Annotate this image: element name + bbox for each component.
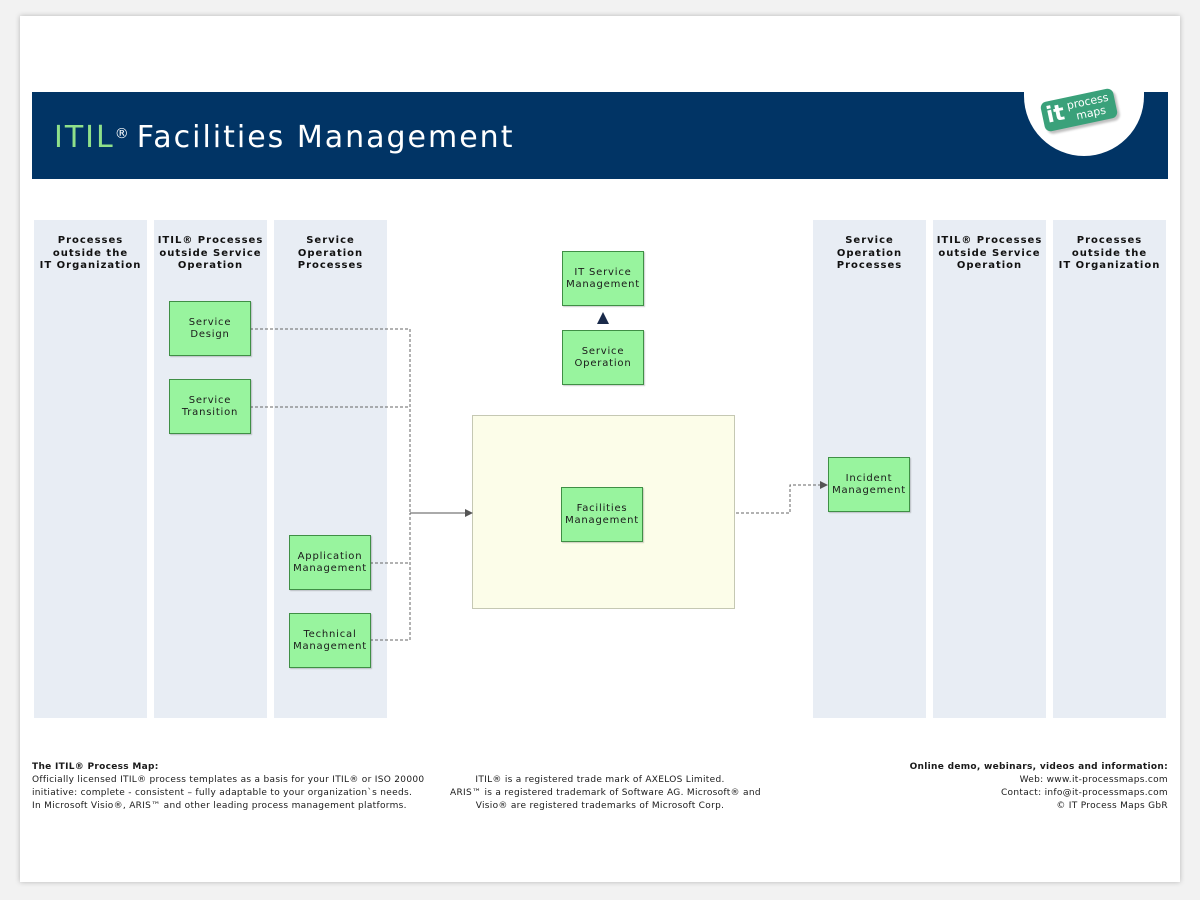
arrowhead-facilities-icon (465, 509, 473, 517)
box-application-management[interactable]: Application Management (289, 535, 371, 590)
footer-contact-link[interactable]: Contact: info@it-processmaps.com (1000, 788, 1168, 798)
box-technical-management[interactable]: Technical Management (289, 613, 371, 668)
lane-title: ITIL® Processes outside Service Operatio… (936, 235, 1043, 271)
footer-right-title: Online demo, webinars, videos and inform… (909, 762, 1168, 772)
title-registered-mark: ® (114, 126, 131, 142)
lane-right-itil-outside-so: ITIL® Processes outside Service Operatio… (933, 220, 1046, 718)
lane-title: ITIL® Processes outside Service Operatio… (157, 235, 264, 271)
box-facilities-management[interactable]: Facilities Management (561, 487, 643, 542)
lane-title: Processes outside the IT Organization (1058, 235, 1161, 271)
lane-left-outside-it: Processes outside the IT Organization (34, 220, 147, 718)
footer-copyright: © IT Process Maps GbR (1056, 801, 1168, 811)
footer-web-link[interactable]: Web: www.it-processmaps.com (1019, 775, 1168, 785)
box-service-operation[interactable]: Service Operation (562, 330, 644, 385)
box-it-service-management[interactable]: IT Service Management (562, 251, 644, 306)
connector-technical-management (370, 513, 411, 641)
footer-left-title: The ITIL® Process Map: (32, 762, 159, 772)
connector-to-incident-management (736, 484, 822, 514)
footer-left-line: initiative: complete - consistent – full… (32, 788, 413, 798)
page-title: ITIL® Facilities Management (54, 118, 514, 158)
title-itil: ITIL (54, 120, 115, 155)
connector-service-design (250, 328, 411, 513)
footer-left-line: In Microsoft Visio®, ARIS™ and other lea… (32, 801, 407, 811)
box-incident-management[interactable]: Incident Management (828, 457, 910, 512)
footer-right: Online demo, webinars, videos and inform… (910, 761, 1168, 813)
footer-center-line: ITIL® is a registered trade mark of AXEL… (475, 775, 725, 785)
footer-center: ITIL® is a registered trade mark of AXEL… (450, 774, 761, 813)
lane-right-outside-it: Processes outside the IT Organization (1053, 220, 1166, 718)
footer-left-line: Officially licensed ITIL® process templa… (32, 775, 425, 785)
box-service-transition[interactable]: Service Transition (169, 379, 251, 434)
box-service-design[interactable]: Service Design (169, 301, 251, 356)
arrowhead-incident-icon (820, 481, 828, 489)
footer-center-line: ARIS™ is a registered trademark of Softw… (450, 788, 761, 798)
lane-title: Processes outside the IT Organization (39, 235, 142, 271)
lane-title: Service Operation Processes (836, 235, 903, 271)
header-banner (32, 92, 1168, 179)
footer-left: The ITIL® Process Map: Officially licens… (32, 761, 424, 813)
triangle-up-icon (597, 312, 609, 324)
lane-title: Service Operation Processes (297, 235, 364, 271)
title-text: Facilities Management (136, 120, 515, 155)
footer-center-line: Visio® are registered trademarks of Micr… (475, 801, 725, 811)
